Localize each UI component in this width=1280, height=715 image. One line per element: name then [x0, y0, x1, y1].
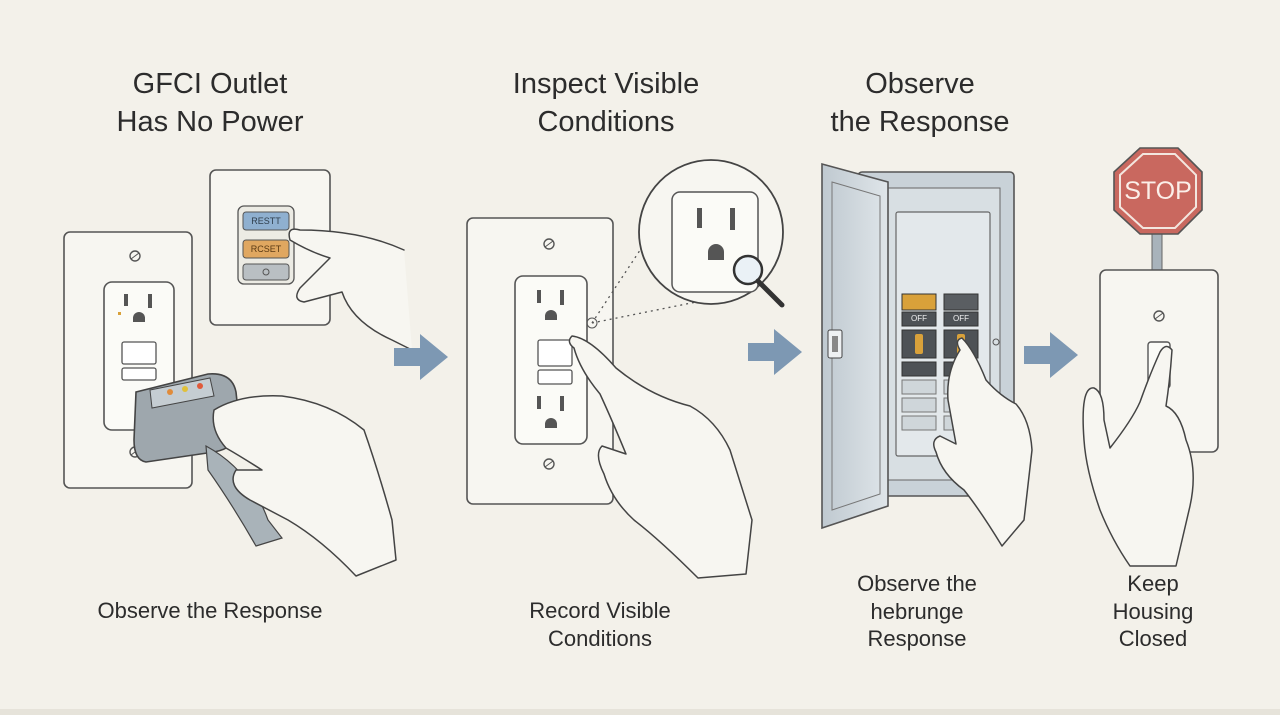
- test-button-label: RESTT: [251, 216, 281, 226]
- step2-hand: [568, 335, 753, 579]
- step4-caption-line1: Keep: [1127, 571, 1179, 596]
- step2-caption-line1: Record Visible: [529, 598, 671, 623]
- test-button-shape: [242, 211, 290, 231]
- step2-magnify-callout: [591, 159, 785, 324]
- arrow-3: [1024, 332, 1078, 378]
- step4-stop-sign: [1113, 147, 1203, 275]
- reset-button-shape: [242, 239, 290, 259]
- breaker-label-right: OFF: [953, 314, 969, 323]
- step4-caption-line2: Housing: [1112, 598, 1194, 624]
- reset-button-label: RCSET: [250, 244, 282, 254]
- step1-caption-line1: Observe the Response: [97, 598, 323, 623]
- breaker-label-left: OFF: [911, 314, 927, 323]
- step3-title-line2: the Response: [830, 105, 1010, 138]
- step3-caption-line3: Response: [867, 626, 967, 651]
- step2-title-line2: Conditions: [537, 105, 675, 138]
- step2-caption: Record Visible Conditions: [480, 597, 720, 652]
- step3-caption: Observe the hebrunge Response: [822, 570, 1012, 653]
- step4-hand: [1082, 345, 1194, 567]
- step3-caption-line2: hebrunge: [870, 598, 964, 624]
- arrow-1: [394, 334, 448, 380]
- step4-caption: Keep Housing Closed: [1090, 570, 1216, 653]
- step1-title-line1: GFCI Outlet: [132, 68, 288, 100]
- step1-outlet-illustration: [63, 231, 193, 489]
- step1-caption: Observe the Response: [60, 597, 360, 625]
- step1-reset-panel: [209, 169, 331, 326]
- arrow-2: [748, 329, 802, 375]
- bottom-border: [0, 709, 1280, 715]
- step2-caption-line2: Conditions: [548, 625, 652, 651]
- step2-title: Inspect Visible Conditions: [466, 66, 746, 141]
- step1-title: GFCI Outlet Has No Power: [80, 66, 340, 141]
- step2-title-line1: Inspect Visible: [512, 68, 700, 100]
- step3-caption-line1: Observe the: [857, 571, 977, 596]
- step2-outlet-illustration: [466, 217, 614, 505]
- step3-hand: [933, 337, 1033, 547]
- step4-caption-line3: Closed: [1118, 626, 1188, 651]
- step3-title-line1: Observe: [865, 68, 975, 100]
- step1-title-line2: Has No Power: [116, 105, 304, 138]
- stop-sign-text: STOP: [1124, 177, 1192, 205]
- step1-hands: [212, 228, 413, 577]
- step3-title: Observe the Response: [800, 66, 1040, 141]
